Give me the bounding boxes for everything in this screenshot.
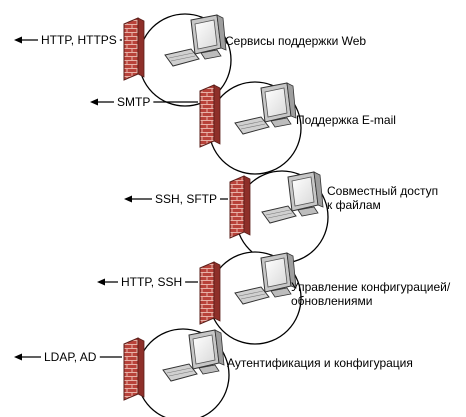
firewall-icon: [229, 175, 251, 239]
service-caption-line: Управление конфигурацией/: [291, 280, 451, 294]
service-caption-line: Совместный доступ: [327, 184, 438, 198]
protocol-label: SMTP: [114, 94, 154, 110]
service-group-1: HTTP, HTTPS Сервисы поддержки Web: [14, 13, 366, 107]
service-caption-line: Сервисы поддержки Web: [225, 34, 366, 48]
service-caption: Сервисы поддержки Web: [225, 34, 366, 48]
svg-text:SSH, SFTP: SSH, SFTP: [155, 192, 217, 206]
svg-text:SMTP: SMTP: [117, 95, 150, 109]
firewall-icon: [123, 17, 145, 81]
protocol-label: HTTP, HTTPS: [38, 32, 120, 48]
service-caption-line: обновлениями: [291, 294, 372, 308]
server-computer-icon: [234, 252, 297, 305]
service-caption: Управление конфигурацией/обновлениями: [291, 280, 451, 308]
service-group-2: SMTP Поддержка E-mail: [90, 81, 396, 175]
service-group-4: HTTP, SSH Управление конфигурацией/обновл…: [97, 251, 451, 345]
firewall-icon: [199, 261, 221, 325]
server-computer-icon: [234, 82, 297, 135]
service-caption: Поддержка E-mail: [296, 113, 396, 127]
service-caption-line: Поддержка E-mail: [296, 113, 396, 127]
service-caption-line: Аутентификация и конфигурация: [227, 356, 413, 370]
server-computer-icon: [164, 14, 227, 67]
server-computer-icon: [162, 329, 225, 382]
server-computer-icon: [261, 171, 324, 224]
svg-text:HTTP, HTTPS: HTTP, HTTPS: [41, 33, 117, 47]
protocol-label: HTTP, SSH: [118, 274, 186, 290]
svg-text:LDAP, AD: LDAP, AD: [44, 350, 97, 364]
service-caption: Аутентификация и конфигурация: [227, 356, 413, 370]
protocol-label: SSH, SFTP: [152, 191, 221, 207]
protocol-label: LDAP, AD: [41, 349, 100, 365]
service-group-5: LDAP, AD Аутентификация и конфигурация: [14, 328, 413, 417]
service-caption-line: к файлам: [327, 198, 381, 212]
firewall-icon: [199, 84, 221, 148]
firewall-icon: [123, 337, 145, 401]
svg-text:HTTP, SSH: HTTP, SSH: [121, 275, 182, 289]
